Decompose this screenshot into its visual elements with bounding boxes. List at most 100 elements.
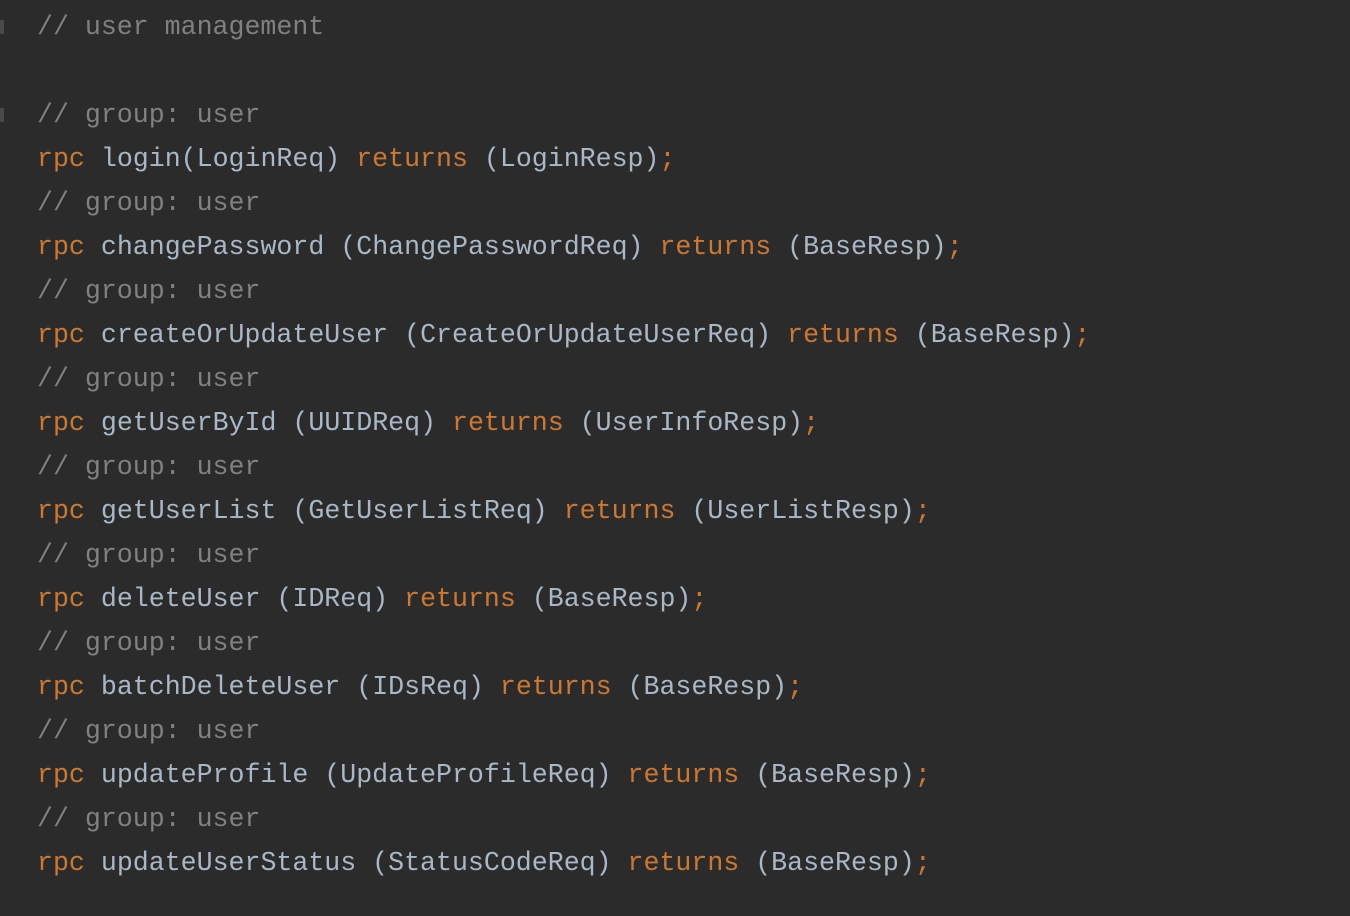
request-type: LoginReq xyxy=(196,144,325,174)
rpc-line[interactable]: rpc createOrUpdateUser (CreateOrUpdateUs… xyxy=(37,313,1090,357)
request-type: StatusCodeReq xyxy=(388,848,596,878)
group-comment: // group: user xyxy=(37,804,261,834)
open-paren: ( xyxy=(739,848,772,878)
response-type: BaseResp xyxy=(771,848,899,878)
request-type: IDReq xyxy=(292,584,373,614)
rpc-line[interactable]: rpc getUserById (UUIDReq) returns (UserI… xyxy=(37,401,819,445)
returns-keyword: returns xyxy=(627,848,740,878)
close-paren: ) xyxy=(787,408,804,438)
semicolon: ; xyxy=(914,760,931,790)
open-paren: ( xyxy=(356,672,373,702)
response-type: BaseResp xyxy=(547,584,676,614)
request-type: UpdateProfileReq xyxy=(340,760,596,790)
semicolon: ; xyxy=(914,496,931,526)
semicolon: ; xyxy=(787,672,804,702)
rpc-name: getUserList xyxy=(100,496,277,526)
open-paren: ( xyxy=(515,584,548,614)
rpc-keyword: rpc xyxy=(37,760,85,790)
close-paren: ) xyxy=(675,584,692,614)
open-paren: ( xyxy=(276,584,293,614)
group-comment: // group: user xyxy=(37,100,261,130)
group-comment: // group: user xyxy=(37,452,261,482)
rpc-name: updateUserStatus xyxy=(100,848,357,878)
close-paren: ) xyxy=(643,144,660,174)
close-paren: ) xyxy=(420,408,452,438)
close-paren: ) xyxy=(595,848,628,878)
semicolon: ; xyxy=(946,232,963,262)
close-paren: ) xyxy=(372,584,405,614)
name-sep xyxy=(356,848,372,878)
close-paren: ) xyxy=(755,320,788,350)
open-paren: ( xyxy=(180,144,197,174)
space xyxy=(85,496,101,526)
rpc-line[interactable]: rpc updateUserStatus (StatusCodeReq) ret… xyxy=(37,841,931,885)
open-paren: ( xyxy=(898,320,931,350)
returns-keyword: returns xyxy=(499,672,612,702)
response-type: UserListResp xyxy=(707,496,899,526)
space xyxy=(85,320,101,350)
rpc-keyword: rpc xyxy=(37,232,85,262)
returns-keyword: returns xyxy=(659,232,772,262)
semicolon: ; xyxy=(659,144,676,174)
open-paren: ( xyxy=(739,760,772,790)
rpc-keyword: rpc xyxy=(37,496,85,526)
open-paren: ( xyxy=(324,760,341,790)
close-paren: ) xyxy=(898,496,915,526)
request-type: CreateOrUpdateUserReq xyxy=(420,320,756,350)
rpc-name: changePassword xyxy=(100,232,325,262)
close-paren: ) xyxy=(467,672,500,702)
rpc-line[interactable]: rpc batchDeleteUser (IDsReq) returns (Ba… xyxy=(37,665,803,709)
response-type: BaseResp xyxy=(643,672,772,702)
open-paren: ( xyxy=(372,848,389,878)
rpc-name: createOrUpdateUser xyxy=(100,320,389,350)
open-paren: ( xyxy=(675,496,708,526)
space xyxy=(85,848,101,878)
rpc-line[interactable]: rpc login(LoginReq) returns (LoginResp); xyxy=(37,137,675,181)
header-comment: // user management xyxy=(37,12,325,42)
rpc-keyword: rpc xyxy=(37,848,85,878)
response-type: BaseResp xyxy=(930,320,1059,350)
semicolon: ; xyxy=(1074,320,1091,350)
fold-marker[interactable] xyxy=(0,20,4,34)
space xyxy=(85,672,101,702)
close-paren: ) xyxy=(898,760,915,790)
name-sep xyxy=(324,232,340,262)
space xyxy=(85,232,101,262)
rpc-name: updateProfile xyxy=(100,760,309,790)
response-type: LoginResp xyxy=(499,144,644,174)
rpc-keyword: rpc xyxy=(37,584,85,614)
close-paren: ) xyxy=(324,144,357,174)
semicolon: ; xyxy=(803,408,820,438)
semicolon: ; xyxy=(691,584,708,614)
fold-marker[interactable] xyxy=(0,108,4,122)
rpc-line[interactable]: rpc changePassword (ChangePasswordReq) r… xyxy=(37,225,963,269)
rpc-name: getUserById xyxy=(100,408,277,438)
group-comment: // group: user xyxy=(37,628,261,658)
open-paren: ( xyxy=(611,672,644,702)
open-paren: ( xyxy=(467,144,500,174)
name-sep xyxy=(340,672,356,702)
returns-keyword: returns xyxy=(404,584,516,614)
space xyxy=(85,584,101,614)
group-comment: // group: user xyxy=(37,364,261,394)
returns-keyword: returns xyxy=(627,760,740,790)
rpc-name: batchDeleteUser xyxy=(100,672,341,702)
rpc-line[interactable]: rpc updateProfile (UpdateProfileReq) ret… xyxy=(37,753,931,797)
rpc-keyword: rpc xyxy=(37,408,85,438)
name-sep xyxy=(276,496,292,526)
space xyxy=(85,144,101,174)
group-comment: // group: user xyxy=(37,188,261,218)
rpc-line[interactable]: rpc getUserList (GetUserListReq) returns… xyxy=(37,489,931,533)
name-sep xyxy=(260,584,276,614)
rpc-line[interactable]: rpc deleteUser (IDReq) returns (BaseResp… xyxy=(37,577,707,621)
group-comment: // group: user xyxy=(37,716,261,746)
returns-keyword: returns xyxy=(787,320,899,350)
request-type: UUIDReq xyxy=(308,408,421,438)
close-paren: ) xyxy=(531,496,564,526)
name-sep xyxy=(276,408,292,438)
close-paren: ) xyxy=(1058,320,1075,350)
request-type: GetUserListReq xyxy=(308,496,532,526)
group-comment: // group: user xyxy=(37,276,261,306)
group-comment: // group: user xyxy=(37,540,261,570)
